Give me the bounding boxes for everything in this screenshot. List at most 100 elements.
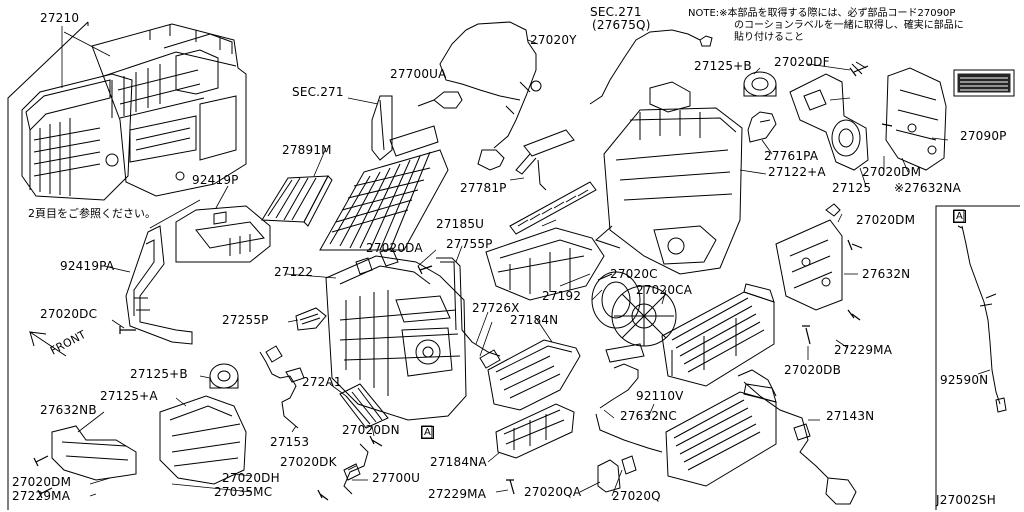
part-27185u: 27185U — [436, 217, 485, 231]
part-92419p: 92419P — [192, 173, 239, 187]
bracket-27632n — [775, 203, 843, 311]
part-27761pa: 27761PA — [764, 149, 819, 163]
part-27122a: 27122+A — [768, 165, 826, 179]
part-27184n: 27184N — [510, 313, 559, 327]
part-27700u: 27700U — [372, 471, 421, 485]
note-line-3: 貼り付けること — [734, 32, 804, 43]
bracket-92419p — [175, 205, 271, 263]
part-27020q: 27020Q — [612, 489, 661, 503]
part-92590n: 92590N — [940, 373, 989, 387]
part-92110v: 92110V — [636, 389, 684, 403]
motor-27125 — [789, 61, 869, 171]
part-27125a: 27125+A — [100, 389, 158, 403]
cover-27632na — [885, 67, 947, 171]
part-27020dc: 27020DC — [40, 307, 98, 321]
part-27020c: 27020C — [610, 267, 658, 281]
part-27229ma-bottom-left: 27229MA — [12, 489, 71, 503]
section-ref-271-left: SEC.271 — [292, 85, 344, 99]
page2-note: 2頁目をご参照ください。 — [28, 207, 156, 220]
harness-27153 — [259, 345, 305, 429]
part-27125: 27125 — [832, 181, 872, 195]
part-27020dh: 27020DH — [222, 471, 280, 485]
part-27020qa: 27020QA — [524, 485, 582, 499]
blower-housing-lower — [159, 363, 247, 485]
caution-label-27090p — [953, 69, 1015, 97]
hvac-unit-assembly — [21, 23, 247, 201]
part-27122: 27122 — [274, 265, 314, 279]
part-27020dm-bottom-left: 27020DM — [12, 475, 72, 489]
part-27035mc: 27035MC — [214, 485, 273, 499]
part-27020dm-mid: 27020DM — [856, 213, 916, 227]
part-27192: 27192 — [542, 289, 582, 303]
pipe-27632nc — [595, 343, 663, 453]
part-27125b-low: 27125+B — [130, 367, 188, 381]
part-27891m: 27891M — [282, 143, 332, 157]
section-ref-271-right: SEC.271 — [590, 5, 642, 19]
part-27255p: 27255P — [222, 313, 269, 327]
grille-272a1 — [339, 383, 389, 429]
part-27229ma-right: 27229MA — [834, 343, 893, 357]
part-27020dn: 27020DN — [342, 423, 400, 437]
part-27755p: 27755P — [446, 237, 493, 251]
diagram-code: J27002SH — [936, 493, 996, 507]
duct-27184n — [479, 339, 581, 411]
pipe-27755p — [436, 257, 501, 357]
note-line-1: NOTE:※本部品を取得する際には、必ず部品コード27090P — [688, 8, 956, 19]
part-27632na: ※27632NA — [894, 181, 962, 195]
note-line-2: のコーションラベルを一緒に取得し、確実に部品に — [734, 20, 964, 31]
evaporator-core — [661, 283, 775, 387]
seal-strip-27185u — [509, 181, 597, 235]
wiring-harness-27020y — [417, 21, 542, 171]
part-27090p: 27090P — [960, 129, 1007, 143]
part-27020y: 27020Y — [530, 33, 577, 47]
front-arrow — [29, 330, 67, 357]
part-27632nb: 27632NB — [40, 403, 97, 417]
heater-unit-27122 — [325, 247, 467, 421]
blower-housing-upper — [595, 81, 743, 275]
air-filter — [261, 175, 333, 227]
callout-a-center: A — [421, 426, 435, 439]
part-27020dk: 27020DK — [280, 455, 337, 469]
part-27726x: 27726X — [472, 301, 520, 315]
part-27781p: 27781P — [460, 181, 507, 195]
cable-27675q — [589, 29, 713, 105]
filter-housing — [319, 95, 449, 251]
part-27229ma-bottom: 27229MA — [428, 487, 487, 501]
part-92419pa: 92419PA — [60, 259, 115, 273]
part-27210: 27210 — [40, 11, 80, 25]
part-27632n: 27632N — [862, 267, 911, 281]
screws — [33, 65, 893, 501]
part-27632nc: 27632NC — [620, 409, 677, 423]
leader-lines — [61, 26, 991, 497]
part-27125b-top: 27125+B — [694, 59, 752, 73]
part-27020dm-top: 27020DM — [862, 165, 922, 179]
bracket-27632nb — [51, 425, 137, 481]
caution-note: NOTE:※本部品を取得する際には、必ず部品コード27090P のコーションラベ… — [688, 8, 964, 44]
part-272a1: 272A1 — [302, 375, 342, 389]
connector-27781p — [515, 129, 575, 191]
part-27184na: 27184NA — [430, 455, 487, 469]
sensor-27255p — [295, 307, 327, 331]
section-ref-27675q: (27675Q) — [592, 18, 651, 32]
duct-92419pa — [125, 225, 193, 345]
diagram-frame — [7, 21, 1020, 510]
duct-27192 — [485, 227, 605, 301]
actuator-27761pa — [747, 111, 777, 143]
callout-a-right: A — [953, 210, 967, 223]
hose-92590n — [957, 225, 1007, 413]
fitting-27020qa — [597, 455, 637, 493]
blower-motor-top — [743, 71, 777, 97]
part-27143n: 27143N — [826, 409, 875, 423]
part-27020da: 27020DA — [366, 241, 423, 255]
fan-wheel-27020ca — [611, 285, 677, 347]
part-27700ua: 27700UA — [390, 67, 447, 81]
harness-27700u — [343, 443, 369, 495]
part-27153: 27153 — [270, 435, 310, 449]
duct-27184na — [495, 403, 575, 459]
pipe-27143n — [737, 369, 857, 505]
part-27020db: 27020DB — [784, 363, 842, 377]
part-27020ca: 27020CA — [636, 283, 693, 297]
part-27020df: 27020DF — [774, 55, 830, 69]
